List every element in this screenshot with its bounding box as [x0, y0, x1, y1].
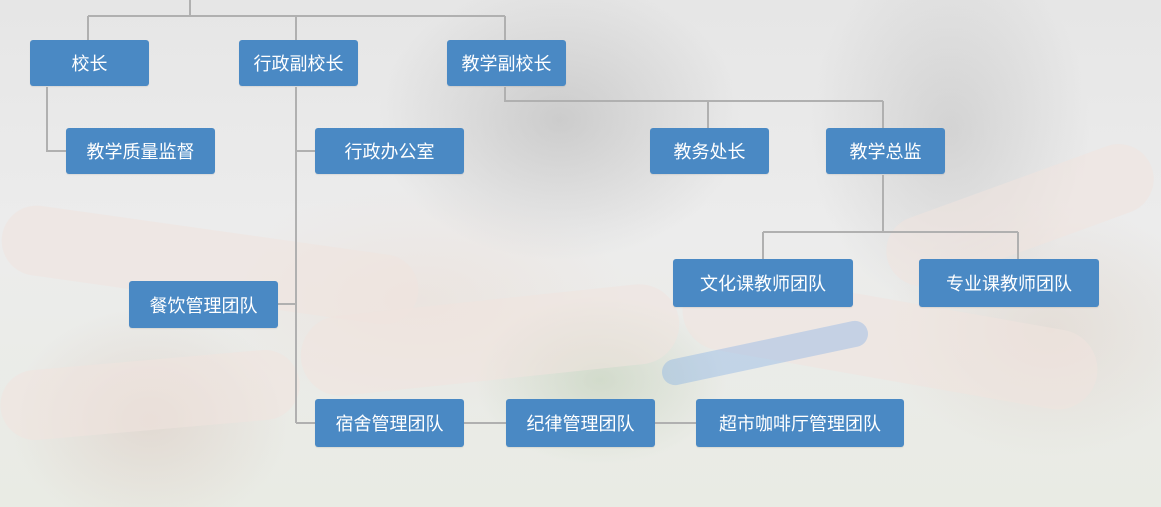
node-dormitory-team: 宿舍管理团队: [315, 399, 464, 447]
node-principal: 校长: [30, 40, 149, 86]
node-admin-vice-principal: 行政副校长: [239, 40, 358, 86]
node-culture-teachers-team: 文化课教师团队: [673, 259, 853, 307]
node-teaching-vice-principal: 教学副校长: [447, 40, 566, 86]
node-admin-office: 行政办公室: [315, 128, 464, 174]
node-discipline-team: 纪律管理团队: [506, 399, 655, 447]
node-supermarket-cafe-team: 超市咖啡厅管理团队: [696, 399, 904, 447]
node-major-teachers-team: 专业课教师团队: [919, 259, 1099, 307]
node-teaching-quality-supervision: 教学质量监督: [66, 128, 215, 174]
node-teaching-director: 教学总监: [826, 128, 945, 174]
node-academic-affairs-director: 教务处长: [650, 128, 769, 174]
node-catering-team: 餐饮管理团队: [129, 281, 278, 328]
